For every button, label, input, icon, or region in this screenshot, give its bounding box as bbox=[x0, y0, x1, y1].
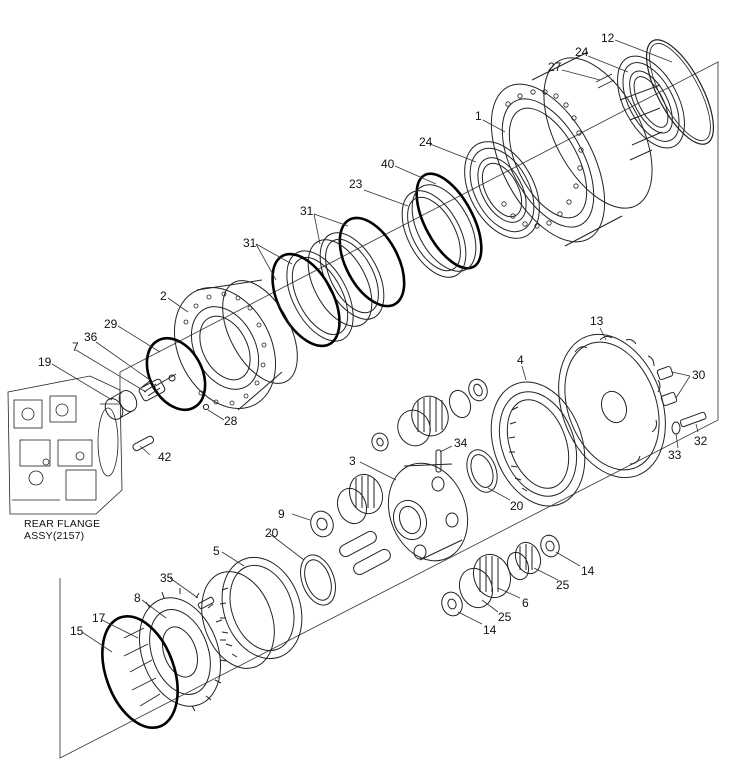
callout-23: 23 bbox=[349, 177, 363, 191]
callout-2: 2 bbox=[160, 289, 167, 303]
part-31-seal-group bbox=[271, 216, 406, 348]
part-42-pin bbox=[132, 435, 155, 452]
callout-7: 7 bbox=[72, 340, 79, 354]
part-28-pin bbox=[202, 403, 210, 411]
planet-washer-left bbox=[371, 432, 389, 452]
rear-flange-caption-line1: REAR FLANGE bbox=[24, 518, 101, 530]
part-25-planet-gear bbox=[506, 541, 542, 581]
callout-5: 5 bbox=[213, 544, 220, 558]
part-35-bolt bbox=[197, 596, 215, 610]
part-1-hub-housing bbox=[490, 51, 663, 247]
callout-14-lower: 14 bbox=[483, 623, 497, 637]
part-12-ring bbox=[645, 39, 715, 145]
callout-33: 33 bbox=[668, 448, 682, 462]
callout-30: 30 bbox=[692, 368, 706, 382]
callout-35: 35 bbox=[160, 571, 174, 585]
rear-flange-assembly bbox=[7, 375, 123, 515]
callout-20-right: 20 bbox=[510, 499, 524, 513]
callout-24-upper: 24 bbox=[575, 45, 589, 59]
part-13-cover bbox=[558, 333, 666, 479]
part-32-bolt bbox=[679, 411, 707, 428]
part-24-bearing-lower bbox=[464, 141, 540, 239]
rear-flange-caption-line2: ASSY(2157) bbox=[24, 530, 85, 542]
part-2-bolt-holes bbox=[183, 291, 267, 406]
part-6-planet-gear bbox=[458, 553, 512, 609]
callout-28: 28 bbox=[224, 414, 238, 428]
callout-12: 12 bbox=[601, 31, 615, 45]
rear-flange-caption: REAR FLANGE ASSY(2157) bbox=[24, 518, 100, 542]
part-15-o-ring bbox=[101, 614, 179, 730]
callout-1: 1 bbox=[475, 109, 482, 123]
callout-17: 17 bbox=[92, 611, 106, 625]
part-17-studs bbox=[123, 627, 161, 707]
part-7-pinion bbox=[138, 378, 166, 402]
callout-6: 6 bbox=[522, 596, 529, 610]
planet-shafts bbox=[339, 530, 391, 576]
part-27-pins bbox=[595, 73, 615, 89]
callout-31-lower: 31 bbox=[243, 236, 257, 250]
callout-25-right: 25 bbox=[556, 578, 570, 592]
part-23-seal bbox=[401, 184, 477, 278]
planet-washer-upper bbox=[468, 378, 488, 402]
part-24-bearing-upper bbox=[617, 55, 685, 149]
lower-panel-frame bbox=[59, 265, 719, 759]
part-9-washer bbox=[310, 510, 334, 538]
part-8-sprocket bbox=[138, 588, 227, 712]
part-34-pin bbox=[435, 449, 442, 473]
part-4-ring-gear bbox=[490, 381, 586, 507]
callout-20-left: 20 bbox=[265, 526, 279, 540]
part-5-ring-gear bbox=[201, 556, 303, 669]
callout-24-lower: 24 bbox=[419, 135, 433, 149]
part-30-plugs bbox=[656, 365, 678, 407]
callout-14-right: 14 bbox=[581, 564, 595, 578]
part-19-coupling bbox=[104, 390, 138, 420]
callout-40: 40 bbox=[381, 157, 395, 171]
callout-25-lower: 25 bbox=[498, 610, 512, 624]
upper-panel-frame bbox=[119, 61, 719, 400]
callout-15: 15 bbox=[70, 624, 84, 638]
part-14-washer-lower bbox=[441, 591, 463, 617]
planet-gear-middle bbox=[336, 473, 384, 525]
callout-34: 34 bbox=[454, 436, 468, 450]
part-14-washer-right bbox=[540, 534, 560, 558]
part-36-pin bbox=[151, 373, 177, 389]
callout-3: 3 bbox=[349, 454, 356, 468]
callout-8: 8 bbox=[134, 591, 141, 605]
part-33-washer bbox=[671, 421, 681, 435]
callout-29: 29 bbox=[104, 317, 118, 331]
callout-42: 42 bbox=[158, 450, 172, 464]
callout-9: 9 bbox=[278, 507, 285, 521]
callout-4: 4 bbox=[517, 353, 524, 367]
callout-36: 36 bbox=[84, 330, 98, 344]
callout-31-upper: 31 bbox=[300, 204, 314, 218]
part-3-planet-carrier bbox=[387, 462, 469, 562]
callout-13: 13 bbox=[590, 314, 604, 328]
part-40-o-ring bbox=[415, 172, 483, 270]
planet-gear-upper bbox=[397, 389, 472, 447]
leader-lines bbox=[51, 39, 699, 653]
part-20-washer-left bbox=[300, 554, 336, 606]
callout-27: 27 bbox=[548, 60, 562, 74]
part-20-washer-right bbox=[466, 449, 498, 493]
callout-19: 19 bbox=[38, 355, 52, 369]
callout-32: 32 bbox=[694, 434, 708, 448]
